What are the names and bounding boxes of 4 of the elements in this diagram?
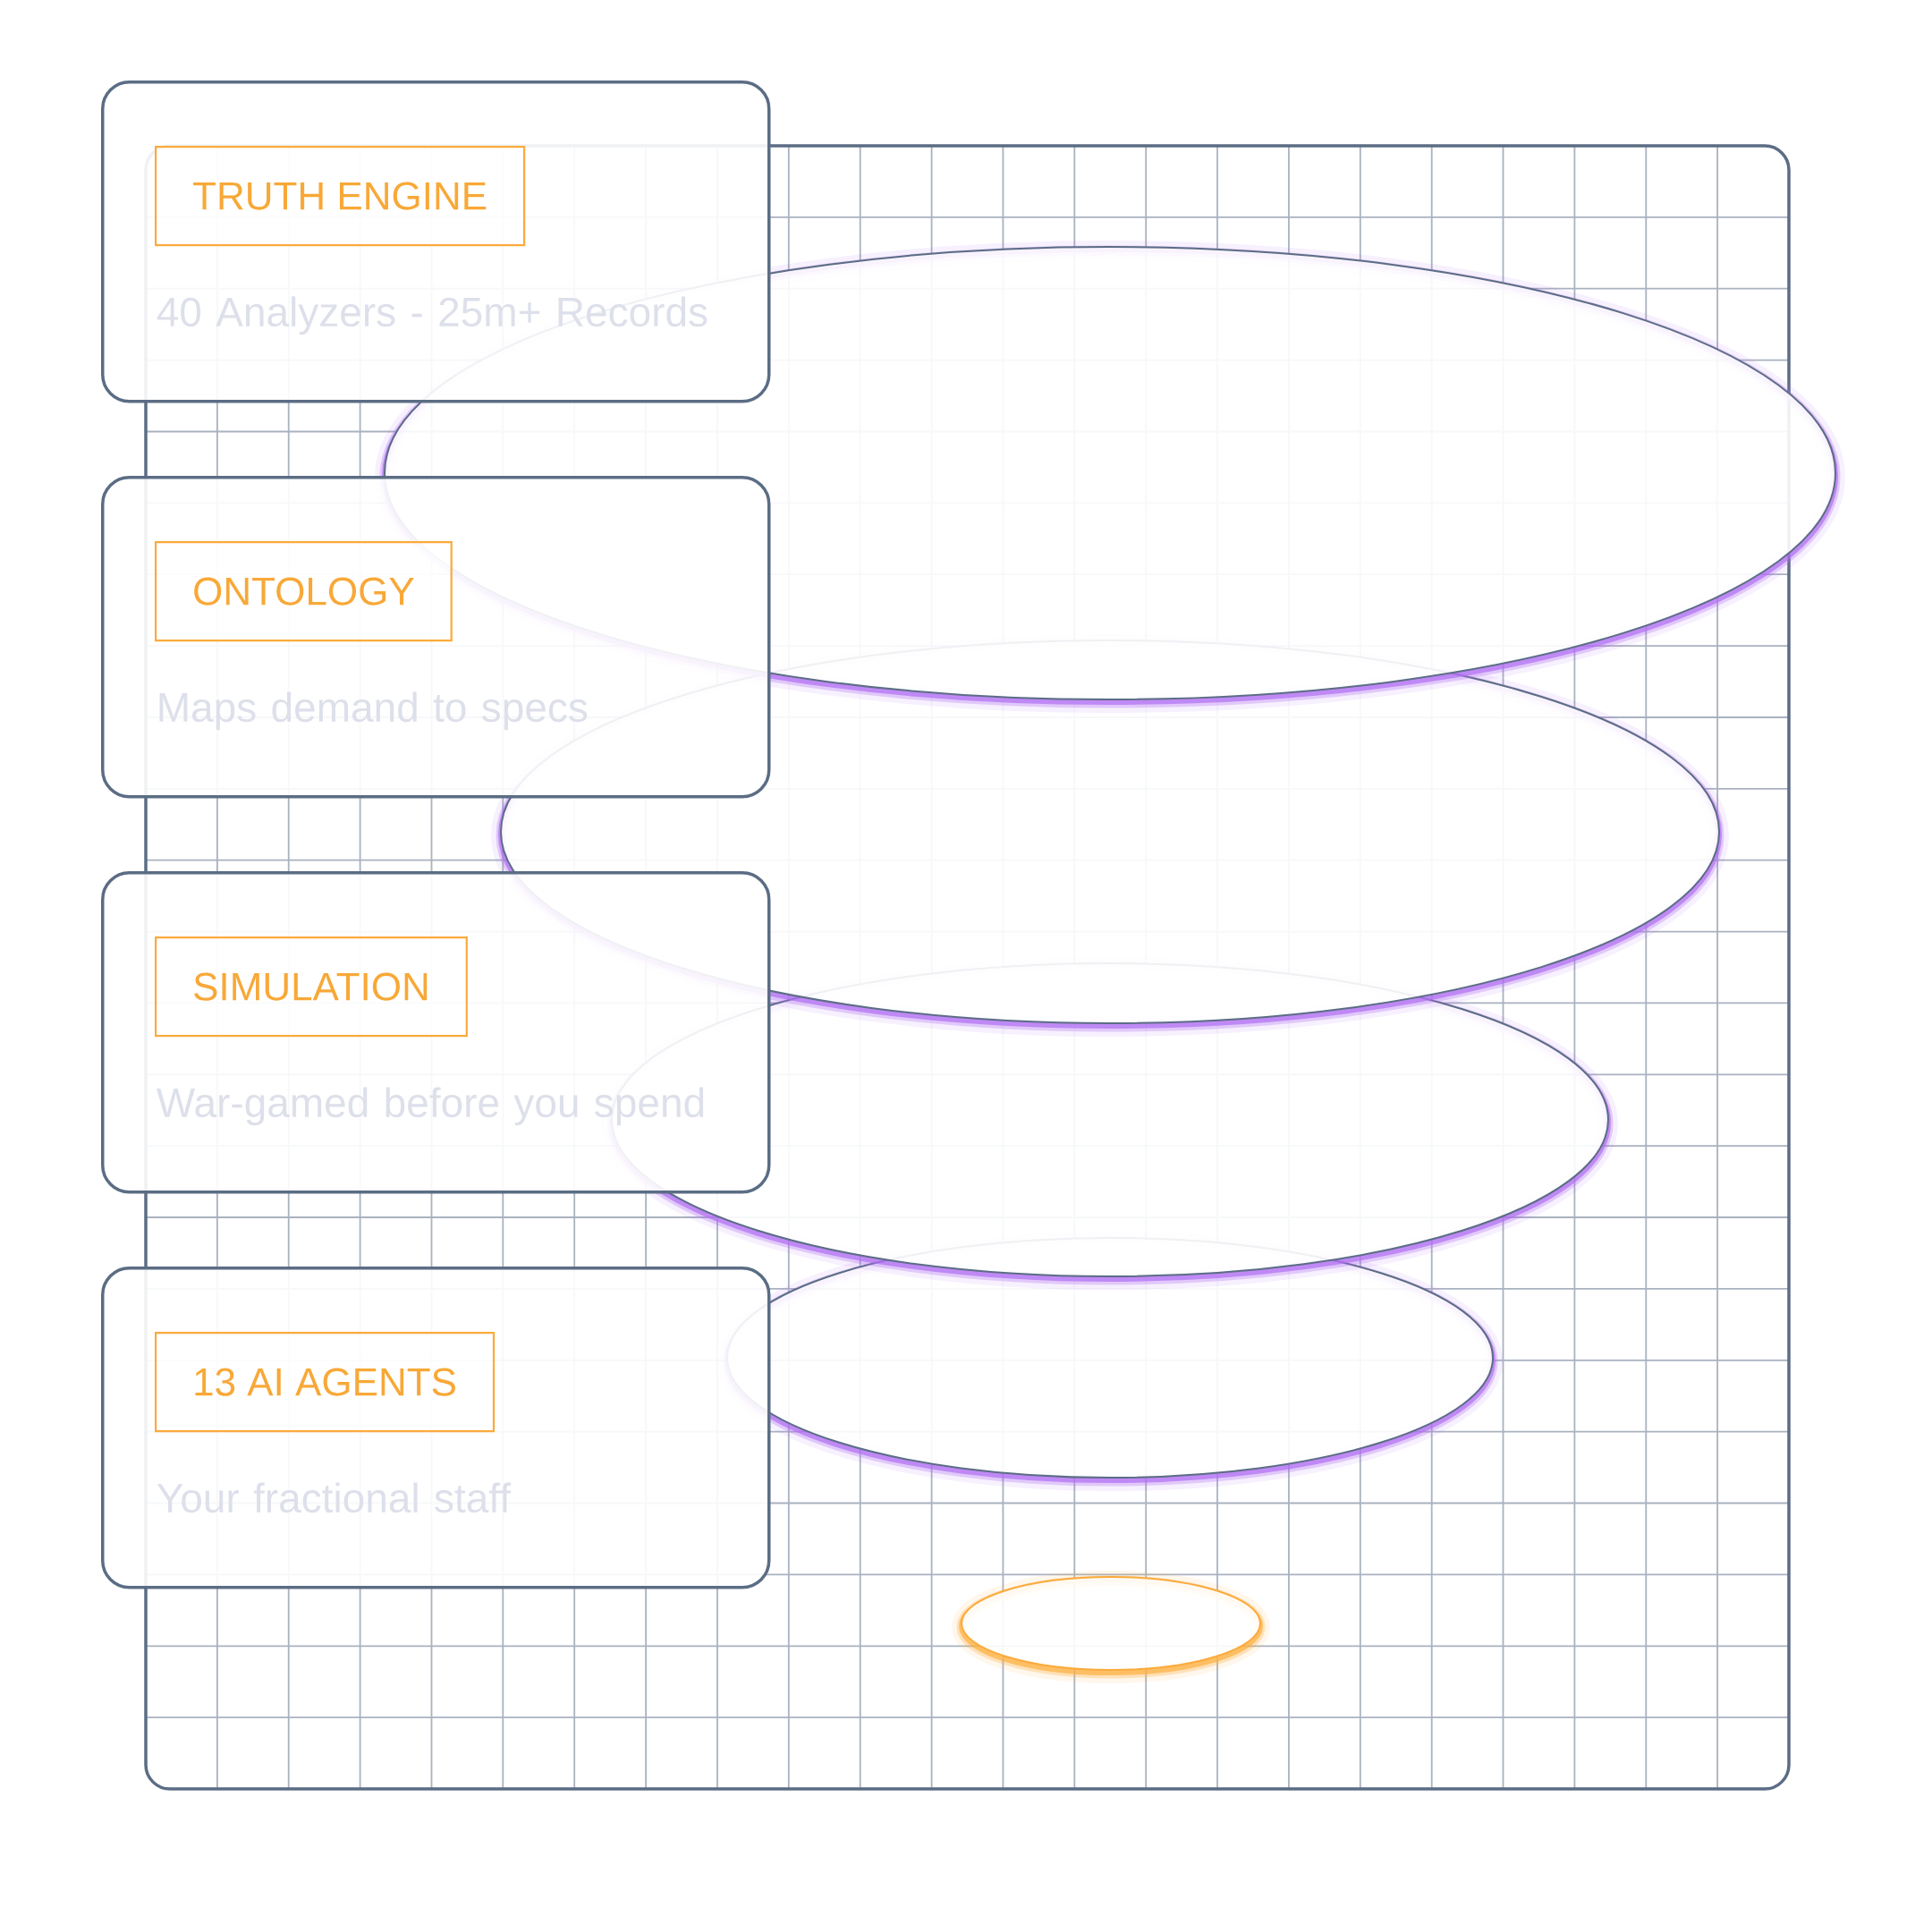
heading-tag: SIMULATION — [155, 936, 468, 1038]
heading-tag: 13 AI AGENTS — [155, 1332, 496, 1433]
heading-tag: ONTOLOGY — [155, 541, 453, 642]
heading-tag: TRUTH ENGINE — [155, 146, 526, 247]
